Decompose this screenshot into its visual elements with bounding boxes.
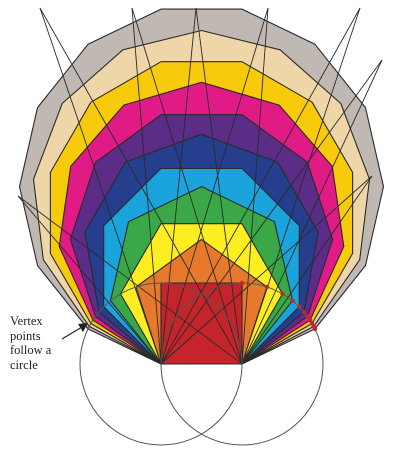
vertex-point — [280, 291, 285, 297]
arrow-shaft — [61, 326, 83, 340]
annotation-arrow — [61, 323, 88, 340]
construction-circle — [79, 282, 243, 446]
radial-line — [39, 7, 243, 365]
radial-line — [241, 59, 383, 365]
radial-line — [17, 195, 162, 365]
annotation-line: circle — [10, 357, 38, 372]
radial-line — [241, 7, 361, 365]
radial-line — [241, 175, 373, 365]
radial-line — [160, 7, 197, 365]
vertex-point — [290, 298, 295, 303]
radial-line — [160, 7, 361, 365]
vertex-points-group — [239, 280, 318, 332]
annotation-line: points — [10, 328, 41, 343]
nested-polygons-group — [18, 8, 385, 365]
radial-lines-group — [17, 7, 383, 365]
vertex-point — [309, 321, 315, 326]
vertex-point — [264, 284, 270, 290]
vertex-point — [297, 304, 302, 309]
radial-line — [39, 7, 162, 365]
arrow-head — [78, 323, 88, 332]
radial-line — [131, 7, 162, 365]
radial-line — [160, 59, 383, 365]
radial-line — [160, 175, 373, 365]
vertex-point — [305, 314, 310, 319]
radial-line — [131, 7, 243, 365]
radial-line — [241, 7, 269, 365]
vertex-point — [239, 280, 245, 286]
vertex-point — [301, 309, 307, 315]
radial-line — [17, 195, 243, 365]
radial-line — [160, 7, 269, 365]
vertex-point — [307, 318, 313, 323]
annotation-text: Vertex points follow a circle — [10, 314, 80, 372]
annotation-line: follow a — [10, 343, 52, 357]
radial-line — [195, 7, 243, 365]
annotation-line: Vertex — [10, 314, 43, 328]
